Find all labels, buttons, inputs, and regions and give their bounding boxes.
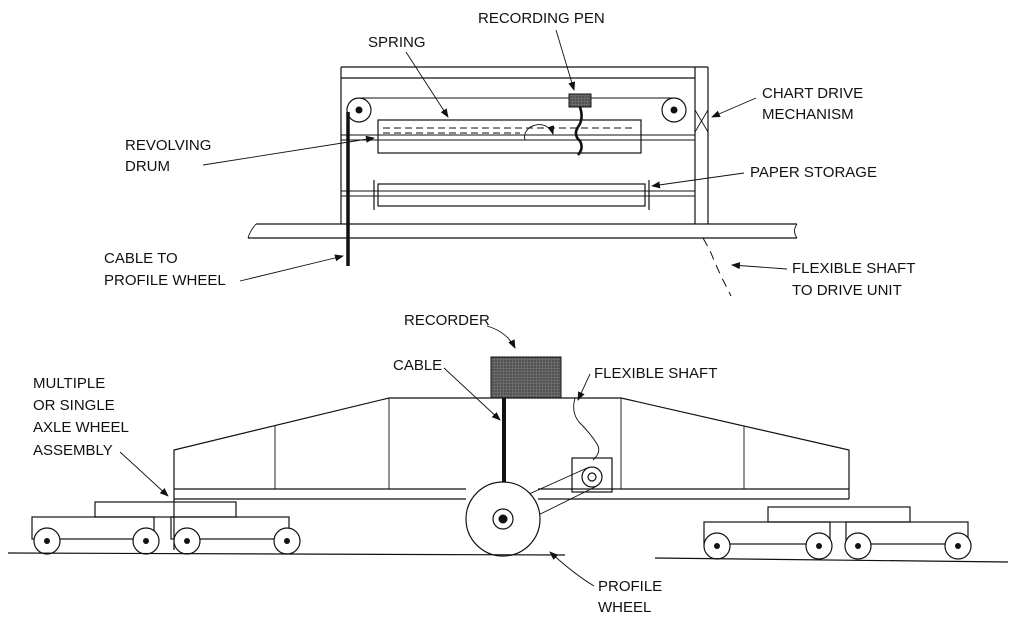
profile-wheel-hub <box>498 514 508 524</box>
label-axle-2: OR SINGLE <box>33 397 115 414</box>
label-recording-pen: RECORDING PEN <box>478 10 605 27</box>
recorder-detail <box>247 66 798 297</box>
label-cable: CABLE <box>393 357 442 374</box>
label-profile-wheel-1: PROFILE <box>598 578 662 595</box>
arrow-spring <box>405 51 449 118</box>
ground-line-left <box>7 552 566 556</box>
paper-storage-roll <box>341 180 695 210</box>
arrow-recording-pen <box>555 29 576 91</box>
spring <box>383 124 632 141</box>
recording-pen <box>568 93 592 108</box>
right-wheel-assembly <box>703 506 972 560</box>
label-flexible-shaft-drive-1: FLEXIBLE SHAFT <box>792 260 915 277</box>
recorder-box <box>490 356 562 399</box>
label-paper-storage: PAPER STORAGE <box>750 164 877 181</box>
label-flexible-shaft-drive-2: TO DRIVE UNIT <box>792 282 902 299</box>
arrow-chart-drive <box>711 97 757 118</box>
flexible-shaft-to-drive-unit <box>702 237 732 297</box>
label-chart-drive-1: CHART DRIVE <box>762 85 863 102</box>
flexible-shaft <box>573 397 600 461</box>
pulley-right-hub <box>670 106 678 114</box>
label-cable-to-1: CABLE TO <box>104 250 178 267</box>
arrow-revolving-drum <box>202 135 375 166</box>
arrow-paper-storage <box>651 172 745 189</box>
label-chart-drive-2: MECHANISM <box>762 106 854 123</box>
label-axle-3: AXLE WHEEL <box>33 419 129 436</box>
arrow-cable-to-profile <box>239 254 344 282</box>
arrow-profile-wheel <box>549 551 595 587</box>
recorder-housing <box>340 66 709 224</box>
pen-trace <box>574 106 583 156</box>
arrow-flexible-shaft-drive <box>731 262 788 270</box>
label-axle-1: MULTIPLE <box>33 375 105 392</box>
arrow-axle-assembly <box>119 451 169 497</box>
profilograph-frame <box>173 397 850 550</box>
left-wheel-assembly <box>31 501 301 555</box>
base-plate <box>247 223 798 239</box>
label-cable-to-2: PROFILE WHEEL <box>104 272 226 289</box>
label-revolving-drum-2: DRUM <box>125 158 170 175</box>
arrow-flexible-shaft <box>577 373 591 401</box>
arrow-recorder <box>486 325 516 349</box>
ground-line-right <box>654 557 1009 563</box>
label-profile-wheel-2: WHEEL <box>598 599 651 616</box>
pulley-left-hub <box>355 106 363 114</box>
arrow-cable <box>443 367 501 421</box>
label-revolving-drum-1: REVOLVING <box>125 137 211 154</box>
label-axle-4: ASSEMBLY <box>33 442 113 459</box>
label-spring: SPRING <box>368 34 426 51</box>
revolving-drum <box>377 119 642 154</box>
label-recorder: RECORDER <box>404 312 490 329</box>
label-flexible-shaft: FLEXIBLE SHAFT <box>594 365 717 382</box>
